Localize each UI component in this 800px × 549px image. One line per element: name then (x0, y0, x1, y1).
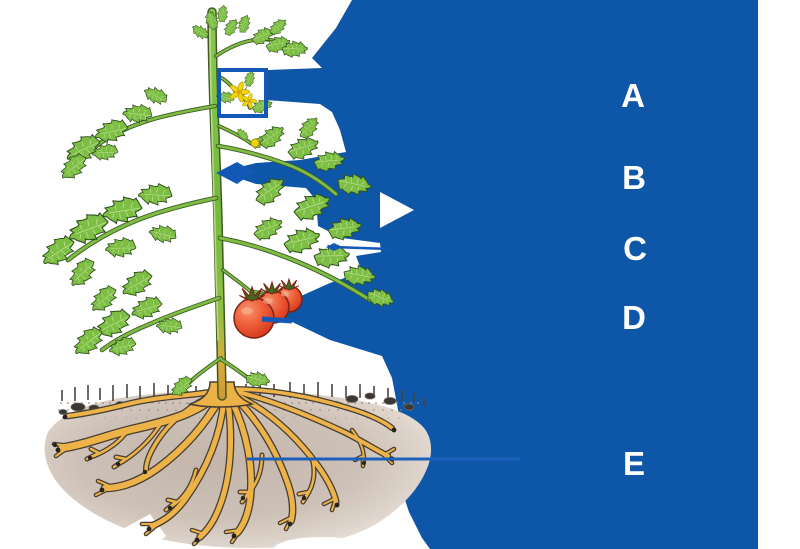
tomato-fruits (233, 278, 303, 339)
pointer-b-tip (216, 162, 254, 184)
answer-label-c[interactable]: C (623, 230, 647, 267)
answer-panel-blue-region (220, 0, 758, 549)
white-cutout-blob (274, 537, 370, 549)
flower-bud (246, 138, 264, 148)
answer-label-a[interactable]: A (621, 77, 645, 114)
answer-label-e[interactable]: E (622, 445, 646, 482)
roots (53, 387, 395, 545)
pointer-d-tip (261, 316, 293, 324)
flower-highlight-box (217, 68, 268, 118)
pointer-overlays (216, 68, 520, 461)
answer-label-b[interactable]: B (622, 159, 646, 196)
white-arrow-right-icon (380, 192, 414, 228)
answer-label-d[interactable]: D (622, 299, 646, 336)
flowers (228, 80, 264, 148)
main-stem (207, 7, 227, 401)
pointer-c-line (326, 243, 389, 251)
